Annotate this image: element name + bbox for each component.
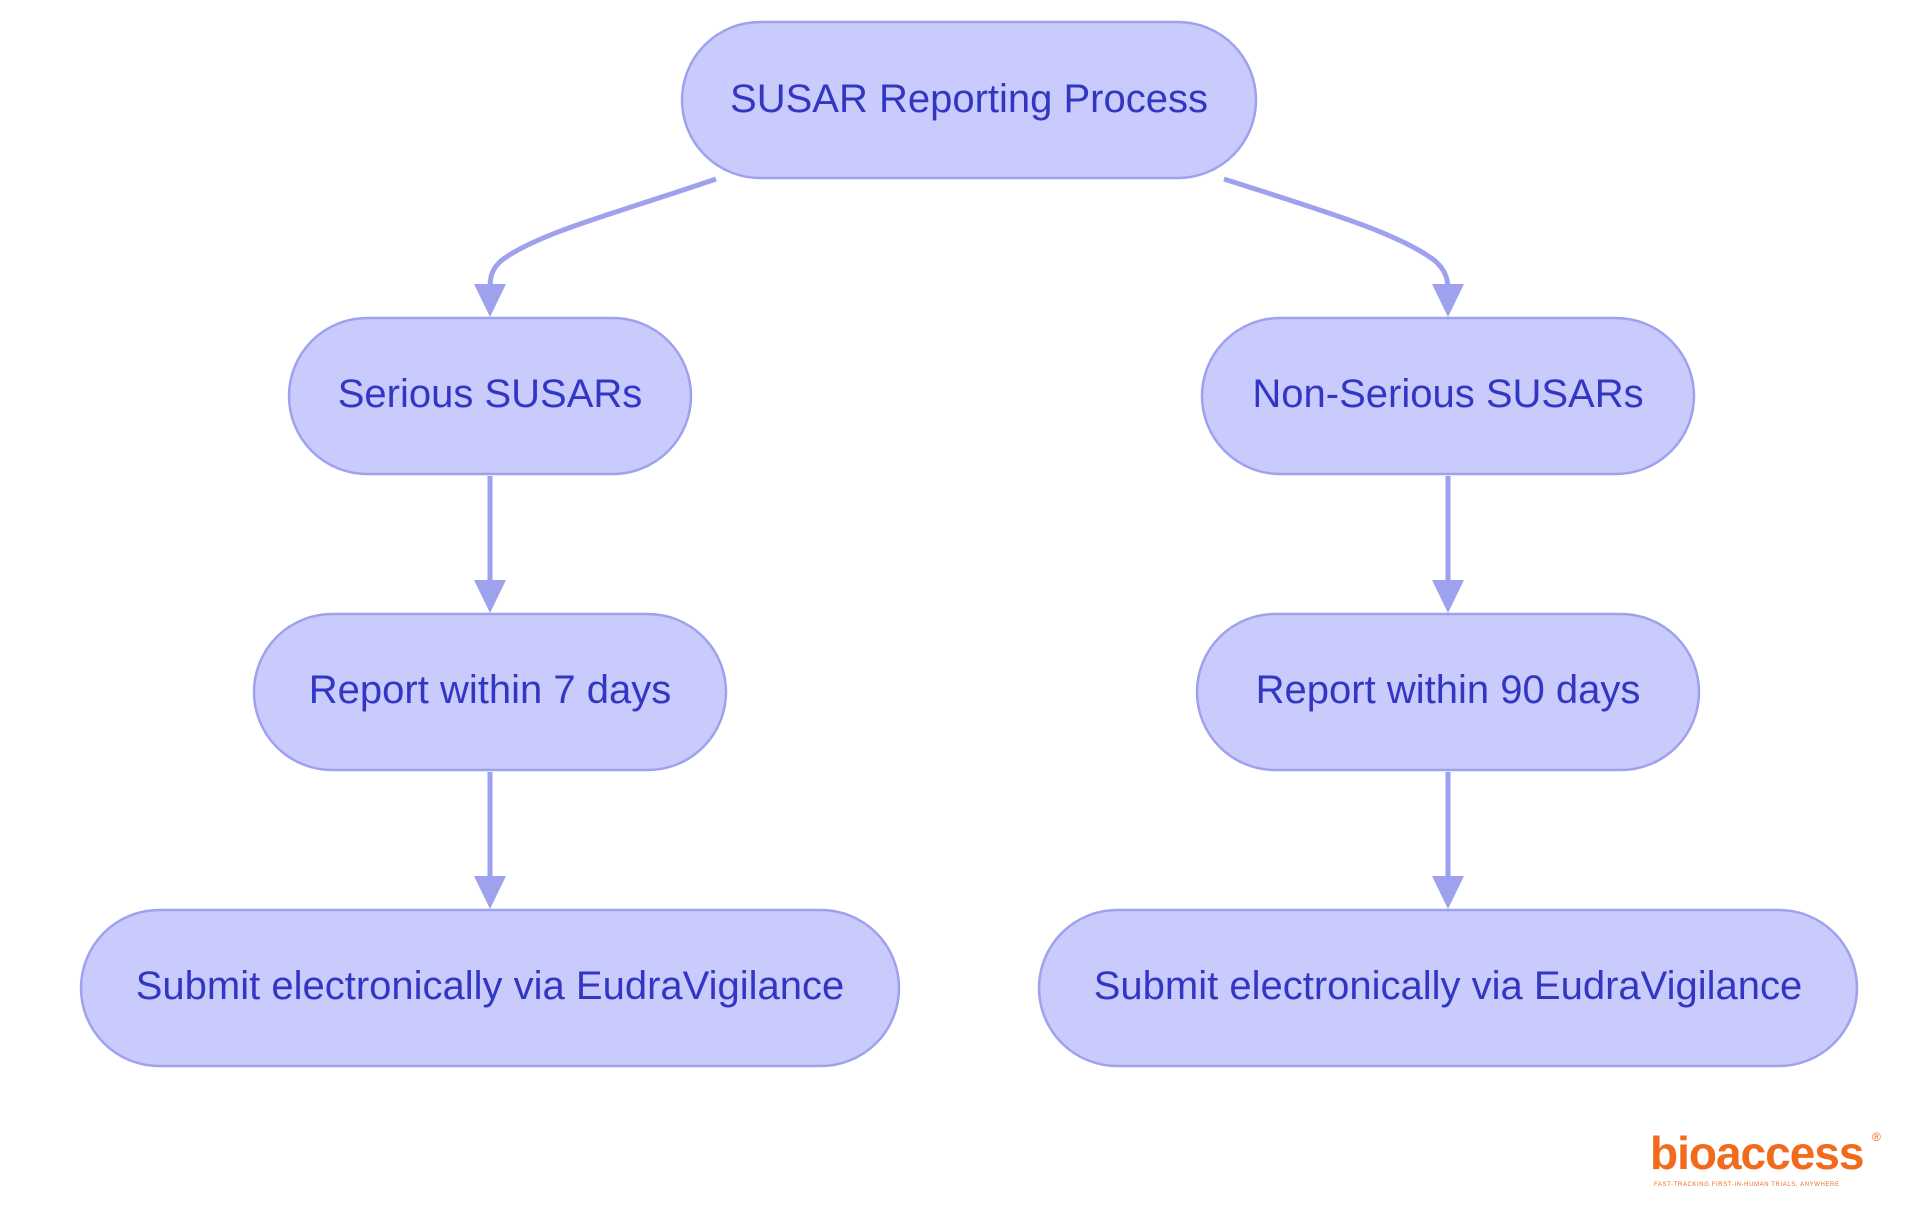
node-serious-deadline: Report within 7 days xyxy=(252,612,728,772)
edge-root-to-serious xyxy=(487,176,717,291)
node-serious-submit-label: Submit electronically via EudraVigilance xyxy=(136,964,845,1008)
arrow-serious-deadline-to-submit xyxy=(474,876,506,909)
node-non-serious-label: Non-Serious SUSARs xyxy=(1252,372,1643,416)
node-serious: Serious SUSARs xyxy=(287,316,693,476)
node-non-serious-submit-label: Submit electronically via EudraVigilance xyxy=(1094,964,1803,1008)
logo-registered-mark: ® xyxy=(1872,1130,1881,1144)
node-serious-label: Serious SUSARs xyxy=(338,372,643,416)
arrow-root-to-serious xyxy=(474,284,506,317)
node-serious-deadline-label: Report within 7 days xyxy=(309,668,671,712)
arrow-non-serious-to-deadline xyxy=(1432,580,1464,613)
bioaccess-logo: bioaccess ® FAST-TRACKING FIRST-IN-HUMAN… xyxy=(1650,1130,1900,1190)
arrow-root-to-non-serious xyxy=(1432,284,1464,317)
node-non-serious-submit: Submit electronically via EudraVigilance xyxy=(1037,908,1859,1068)
node-root: SUSAR Reporting Process xyxy=(680,20,1258,180)
node-non-serious-deadline: Report within 90 days xyxy=(1195,612,1701,772)
edges xyxy=(474,176,1464,909)
arrow-non-serious-deadline-to-submit xyxy=(1432,876,1464,909)
logo-wordmark: bioaccess xyxy=(1650,1127,1864,1179)
edge-root-to-non-serious xyxy=(1223,176,1451,291)
arrow-serious-to-deadline xyxy=(474,580,506,613)
node-non-serious: Non-Serious SUSARs xyxy=(1200,316,1696,476)
node-non-serious-deadline-label: Report within 90 days xyxy=(1256,668,1641,712)
node-root-label: SUSAR Reporting Process xyxy=(730,77,1208,121)
logo-tagline: FAST-TRACKING FIRST-IN-HUMAN TRIALS, ANY… xyxy=(1654,1182,1840,1188)
node-serious-submit: Submit electronically via EudraVigilance xyxy=(79,908,901,1068)
